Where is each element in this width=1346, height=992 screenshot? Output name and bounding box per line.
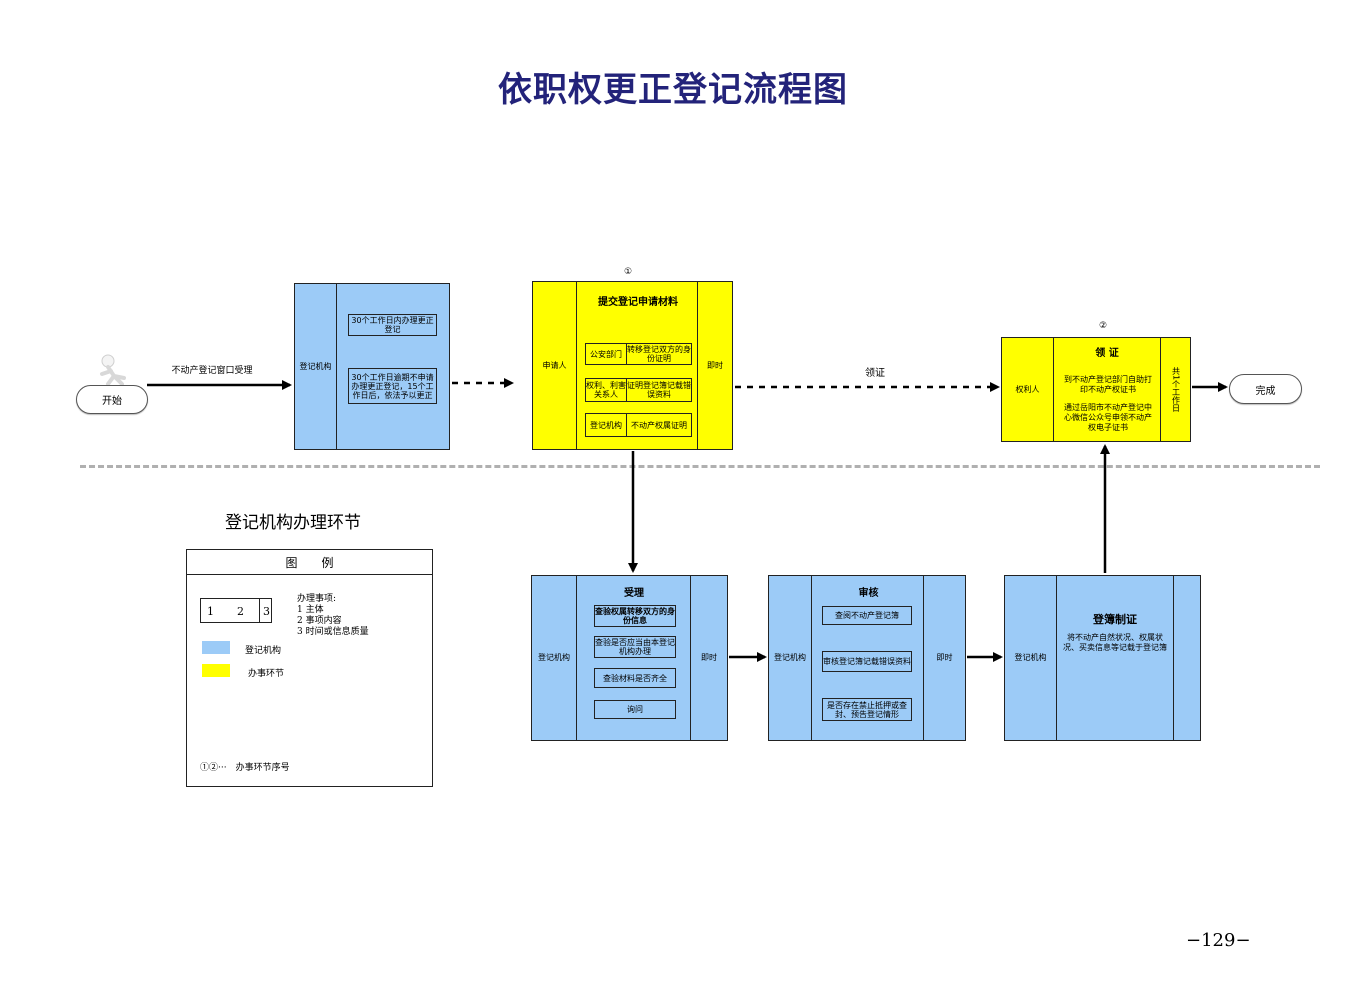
step1-time-label: 即时 [697, 282, 732, 449]
step2-edge-label: 领证 [865, 368, 885, 379]
section-divider [80, 465, 1320, 468]
book-title: 登簿制证 [1093, 613, 1137, 626]
legend-cell-2: 2 [237, 605, 244, 618]
step2-number: ② [1098, 321, 1108, 331]
book-text: 将不动产自然状况、权属状况、买卖信息等记载于登记簿 [1063, 633, 1167, 652]
legend-cell-divider [259, 599, 260, 623]
page-title: 依职权更正登记流程图 [498, 70, 848, 110]
accept-time-label: 即时 [690, 576, 727, 740]
page-number: −129− [1186, 930, 1251, 951]
section-label: 登记机构办理环节 [225, 513, 361, 533]
step2-time-label: 共1个工作日 [1160, 338, 1190, 441]
step2-side-label: 权利人 [1002, 338, 1054, 441]
start-edge-label: 不动产登记窗口受理 [171, 366, 253, 376]
legend-yellow-swatch [202, 664, 230, 677]
registration-note-2: 30个工作日逾期不申请办理更正登记，15个工作日后，依法予以更正 [348, 368, 437, 404]
step2-title: 领 证 [1095, 348, 1119, 359]
accept-block: 登记机构 即时 受理 查验权属转移双方的身份信息 查验是否应当由本登记机构办理 … [531, 575, 728, 741]
step1-row2-doc: 证明登记簿记载错误资料 [626, 378, 692, 402]
accept-side-label: 登记机构 [532, 576, 577, 740]
legend-cell-group: 1 2 3 [200, 598, 272, 623]
legend-item-3: 3 时间或信息质量 [297, 627, 369, 637]
legend-blue-label: 登记机构 [245, 646, 282, 656]
registration-note-1: 30个工作日内办理更正登记 [348, 314, 437, 336]
review-block: 登记机构 即时 审核 查阅不动产登记簿 审核登记簿记载错误资料 是否存在禁止抵押… [768, 575, 966, 741]
book-block: 登记机构 登簿制证 将不动产自然状况、权属状况、买卖信息等记载于登记簿 [1004, 575, 1201, 741]
legend-item-1: 1 主体 [297, 605, 324, 615]
review-item-1: 查阅不动产登记簿 [822, 606, 912, 625]
review-title: 审核 [858, 588, 879, 599]
legend-item-2: 2 事项内容 [297, 616, 342, 626]
step1-block: 申请人 即时 提交登记申请材料 公安部门 转移登记双方的身份证明 权利、利害关系… [532, 281, 733, 450]
step1-number: ① [623, 267, 633, 277]
person-running-icon [100, 354, 126, 386]
end-node: 完成 [1229, 374, 1302, 404]
step1-title: 提交登记申请材料 [598, 297, 678, 308]
legend-items-title: 办理事项: [297, 594, 337, 604]
start-node: 开始 [76, 385, 148, 414]
step2-text-1: 到不动产登记部门自助打印不动产权证书 [1064, 375, 1152, 394]
accept-item-2: 查验是否应当由本登记机构办理 [594, 636, 676, 658]
book-right-divider [1173, 576, 1174, 740]
accept-item-4: 询问 [594, 700, 676, 719]
legend-cell-1: 1 [207, 605, 214, 618]
registration-side-label: 登记机构 [295, 284, 337, 449]
legend-cell-3: 3 [263, 605, 270, 618]
book-side-label: 登记机构 [1005, 576, 1057, 740]
legend-header: 图 例 [187, 550, 432, 575]
step1-side-label: 申请人 [533, 282, 577, 449]
step2-text-2: 通过岳阳市不动产登记中心微信公众号申领不动产权电子证书 [1064, 403, 1152, 432]
legend-footer: ①②··· 办事环节序号 [200, 763, 290, 773]
review-time-label: 即时 [923, 576, 965, 740]
step1-row1-doc: 转移登记双方的身份证明 [626, 343, 692, 365]
legend-box: 图 例 1 2 3 办理事项: 1 主体 2 事项内容 3 时间或信息质量 登记… [186, 549, 433, 787]
legend-yellow-label: 办事环节 [248, 669, 285, 679]
review-item-3: 是否存在禁止抵押或查封、预告登记情形 [822, 698, 912, 721]
accept-title: 受理 [624, 588, 644, 599]
accept-item-3: 查验材料是否齐全 [594, 668, 676, 688]
registration-block: 登记机构 30个工作日内办理更正登记 30个工作日逾期不申请办理更正登记，15个… [294, 283, 450, 450]
review-item-2: 审核登记簿记载错误资料 [822, 651, 912, 672]
accept-item-1: 查验权属转移双方的身份信息 [594, 605, 676, 627]
step2-block: 权利人 共1个工作日 领 证 到不动产登记部门自助打印不动产权证书 通过岳阳市不… [1001, 337, 1191, 442]
step1-row3-doc: 不动产权属证明 [626, 413, 692, 437]
legend-blue-swatch [202, 641, 230, 654]
review-side-label: 登记机构 [769, 576, 812, 740]
